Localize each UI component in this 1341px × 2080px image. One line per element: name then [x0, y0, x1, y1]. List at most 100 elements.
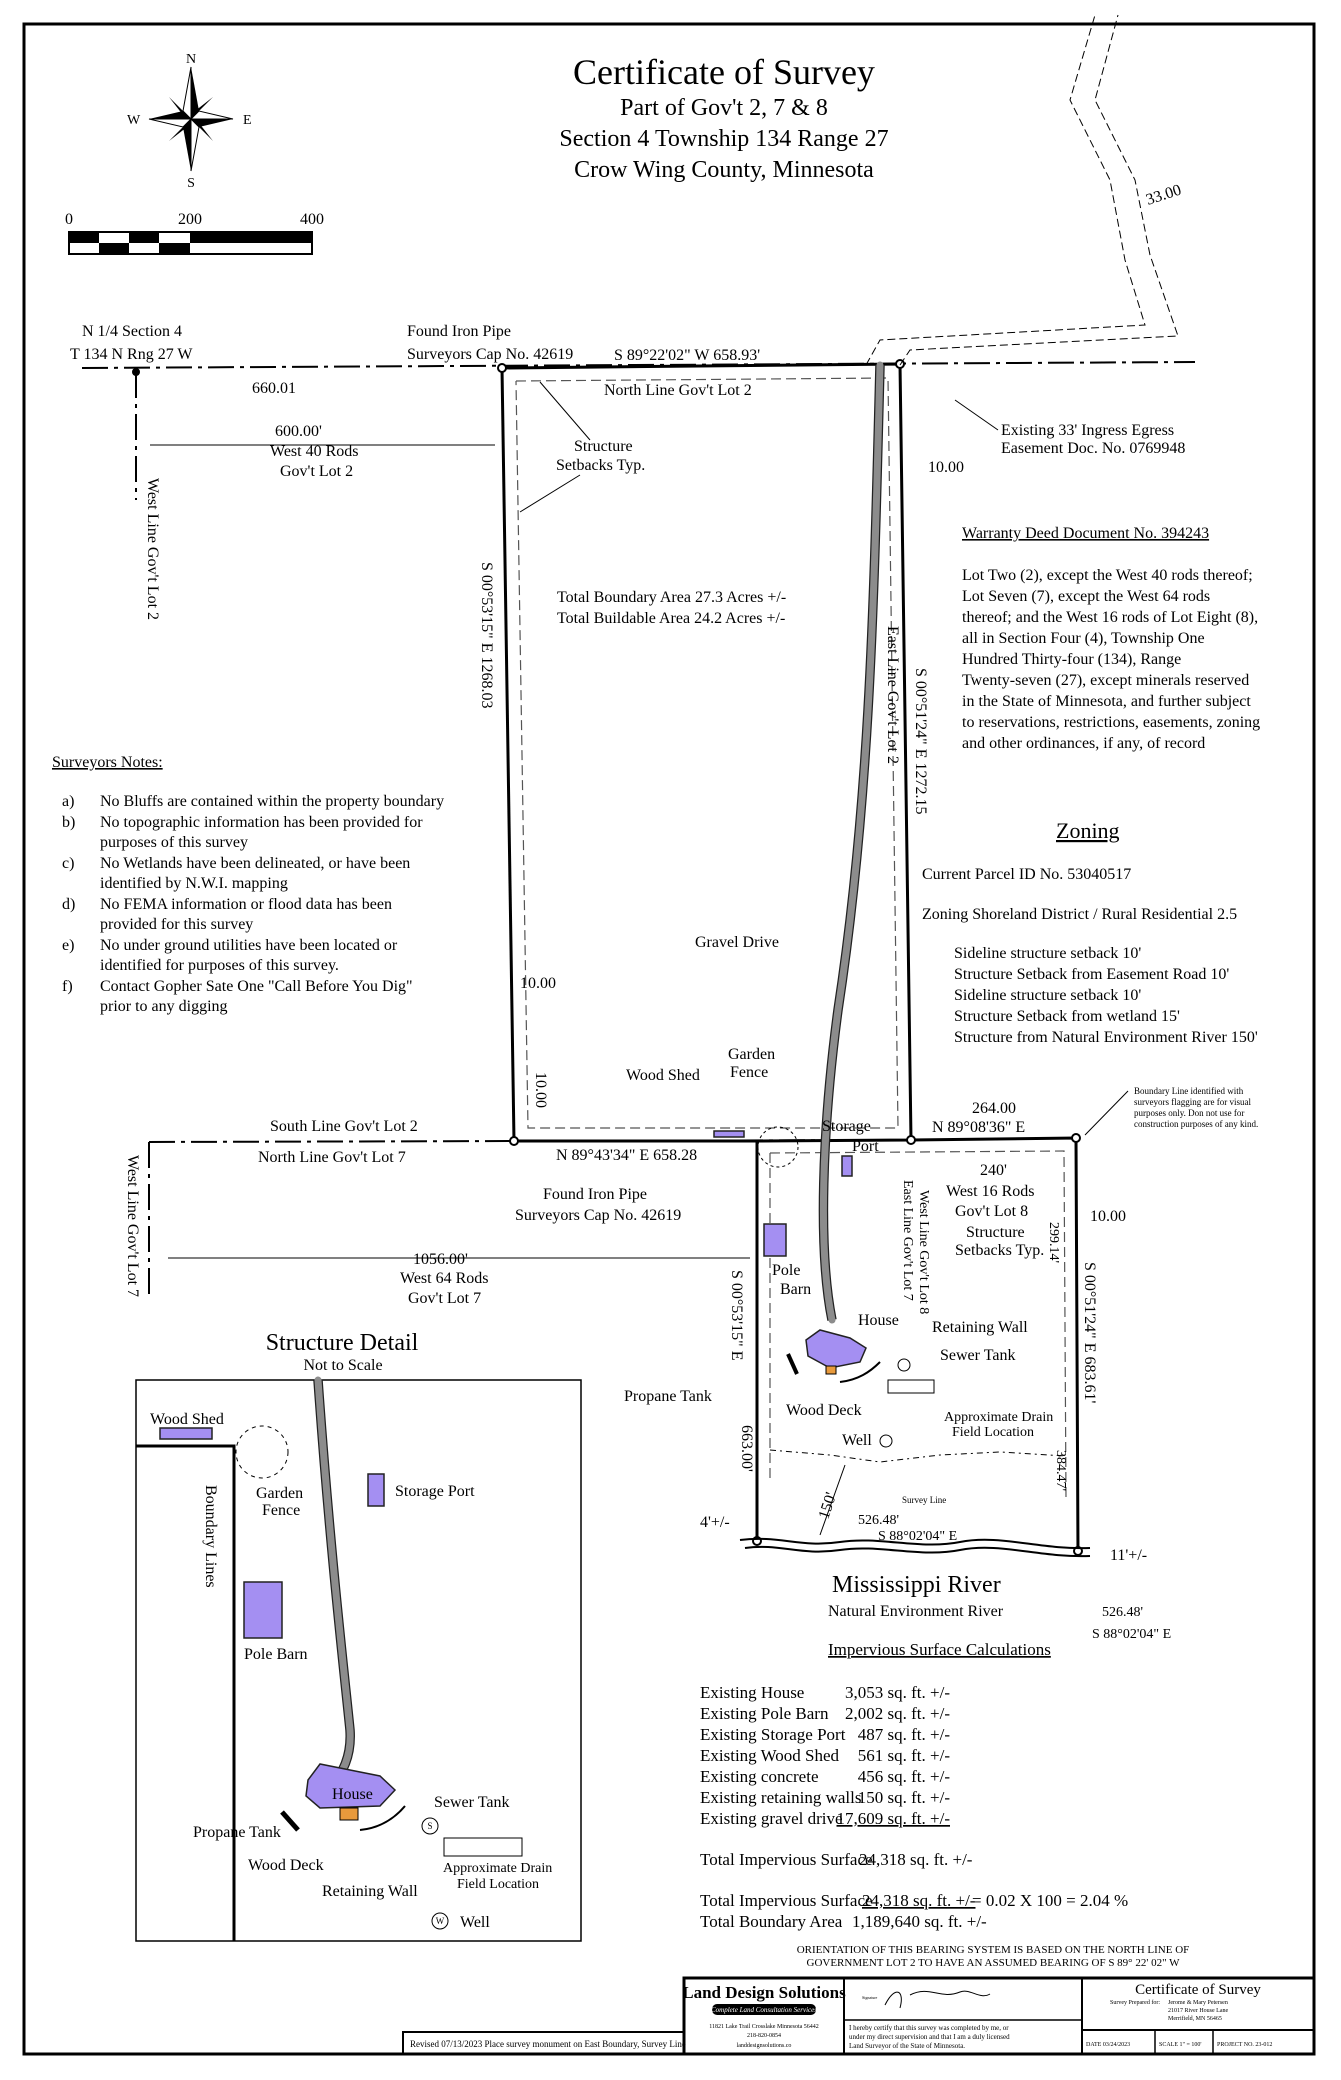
n-quarter-label: N 1/4 Section 4 [82, 323, 182, 340]
impervious-label: Existing Wood Shed [700, 1746, 840, 1765]
easement-label: Easement Doc. No. 0769948 [1001, 440, 1185, 457]
offset-label: 11'+/- [1110, 1547, 1147, 1564]
setback-line-lot2 [515, 377, 899, 1129]
pole-barn-shape [763, 1223, 787, 1257]
detail-label: Field Location [457, 1877, 539, 1892]
detail-pole-barn [243, 1581, 283, 1639]
deed-line: Hundred Thirty-four (134), Range [962, 651, 1181, 668]
detail-wood-shed [159, 1427, 213, 1440]
title-line-3: Crow Wing County, Minnesota [574, 157, 874, 183]
signature-label: Signature [862, 1995, 878, 2000]
detail-label: Well [460, 1914, 490, 1931]
wood-deck-shape [825, 1365, 837, 1375]
deed-line: all in Section Four (4), Township One [962, 630, 1205, 647]
orientation-line: GOVERNMENT LOT 2 TO HAVE AN ASSUMED BEAR… [807, 1957, 1181, 1969]
well-icon [879, 1434, 893, 1448]
garden-fence-label: Fence [730, 1064, 768, 1081]
dimension-label: Gov't Lot 8 [955, 1203, 1028, 1220]
natural-edge-line [769, 1449, 1067, 1463]
dimension-label: West 16 Rods [946, 1183, 1035, 1200]
setback-label: Structure [966, 1224, 1025, 1241]
river-setback-label: 150' [816, 1490, 841, 1521]
deed-line: Lot Two (2), except the West 40 rods the… [962, 567, 1253, 584]
title-line-1: Part of Gov't 2, 7 & 8 [620, 95, 828, 121]
wood-shed-shape [713, 1130, 745, 1138]
south-line-lot2-label: South Line Gov't Lot 2 [270, 1118, 418, 1135]
pole-barn-label: Pole [772, 1262, 800, 1279]
zoning-setback: Structure Setback from wetland 15' [954, 1008, 1180, 1025]
detail-label: Pole Barn [244, 1646, 308, 1663]
drain-field-shape [887, 1379, 935, 1394]
sewer-tank-icon [421, 1817, 439, 1835]
dimension-label: 663.00' [738, 1425, 755, 1472]
plat-labels: N 1/4 Section 4 T 134 N Rng 27 W 660.01 … [70, 182, 1258, 1642]
north-line-label: North Line Gov't Lot 2 [604, 382, 752, 399]
east-line-lot2-label: East Line Gov't Lot 2 [884, 626, 901, 764]
deed-line: and other ordinances, if any, of record [962, 735, 1205, 752]
storage-port-label: Port [852, 1138, 879, 1155]
deed-line: in the State of Minnesota, and further s… [962, 693, 1251, 710]
surveyors-notes: Surveyors Notes: a) No Bluffs are contai… [52, 754, 444, 1015]
total-boundary-area: Total Boundary Area 27.3 Acres +/- [557, 589, 786, 606]
lot8-east-bearing: S 00°51'24" E 683.61' [1081, 1262, 1098, 1403]
client-city: Merrifield, MN 56465 [1168, 2015, 1222, 2022]
setback-label: Structure [574, 438, 633, 455]
distance-label: 660.01 [252, 380, 296, 397]
parcel-boundary-west [500, 367, 516, 1142]
detail-label: Retaining Wall [322, 1883, 418, 1900]
detail-label: House [332, 1786, 373, 1803]
note-key: e) [62, 937, 74, 954]
flag-note: construction purposes of any kind. [1134, 1119, 1258, 1129]
detail-garden-fence [235, 1425, 289, 1479]
river-class: Natural Environment River [828, 1603, 1004, 1620]
zoning-setback: Sideline structure setback 10' [954, 987, 1141, 1004]
certification-text: I hereby certify that this survey was co… [849, 2024, 1009, 2032]
dimension-label: 299.14' [1046, 1222, 1061, 1263]
propane-tank-shape [786, 1353, 799, 1375]
dimension-label: 1056.00' [413, 1251, 468, 1268]
offset-label: 4'+/- [700, 1514, 730, 1531]
setback-label: Setbacks Typ. [556, 457, 645, 474]
prepared-for-label: Survey Prepared for: [1110, 1999, 1160, 2006]
detail-storage-port [367, 1473, 385, 1507]
note-key: f) [62, 978, 73, 995]
company-tagline: Complete Land Consultation Services [711, 2006, 817, 2014]
calc-label: Total Impervious Surface [700, 1891, 873, 1910]
dimension-label: 240' [980, 1162, 1007, 1179]
detail-label: Sewer Tank [434, 1794, 509, 1811]
certification-text: under my direct supervision and that I a… [849, 2033, 1010, 2041]
scale-bar: 0 200 400 [65, 211, 324, 255]
iron-pipe-marker [906, 1135, 916, 1145]
leader-line [1084, 1090, 1129, 1136]
structure-detail: Structure Detail Not to Scale S W Wood S… [135, 1330, 582, 1942]
iron-pipe-label: Found Iron Pipe [543, 1186, 647, 1203]
dimension-label: Gov't Lot 7 [408, 1290, 481, 1307]
impervious-heading: Impervious Surface Calculations [828, 1640, 1051, 1659]
river-distance: 526.48' [858, 1513, 899, 1528]
impervious-label: Existing House [700, 1683, 804, 1702]
propane-tank-label: Propane Tank [624, 1388, 712, 1405]
setback-distance: 10.00 [532, 1072, 549, 1108]
easement-label: Existing 33' Ingress Egress [1001, 422, 1174, 439]
east-line-lot7-label: East Line Gov't Lot 7 [900, 1180, 915, 1301]
total-impervious-label: Total Impervious Surface [700, 1850, 873, 1869]
note-key: d) [62, 896, 75, 913]
sewer-tank-icon [897, 1358, 911, 1372]
detail-drain-field [443, 1837, 523, 1857]
iron-pipe-marker [497, 363, 507, 373]
iron-pipe-label: Found Iron Pipe [407, 323, 511, 340]
deed-line: Lot Seven (7), except the West 64 rods [962, 588, 1210, 605]
detail-wood-deck [339, 1807, 359, 1821]
gravel-drive [819, 361, 884, 1324]
note-line: No Wetlands have been delineated, or hav… [100, 855, 410, 872]
note-key: c) [62, 855, 74, 872]
impervious-value: 17,609 sq. ft. +/- [837, 1809, 951, 1828]
detail-label: Storage Port [395, 1483, 475, 1500]
company-website[interactable]: landdesignsolutions.co [737, 2043, 792, 2049]
survey-title: Certificate of Survey Part of Gov't 2, 7… [559, 52, 888, 183]
setback-line-lot8 [769, 1150, 1067, 1501]
river-bank-line [739, 1537, 1091, 1550]
compass-n: N [186, 52, 196, 67]
zoning-district: Zoning Shoreland District / Rural Reside… [922, 906, 1237, 923]
